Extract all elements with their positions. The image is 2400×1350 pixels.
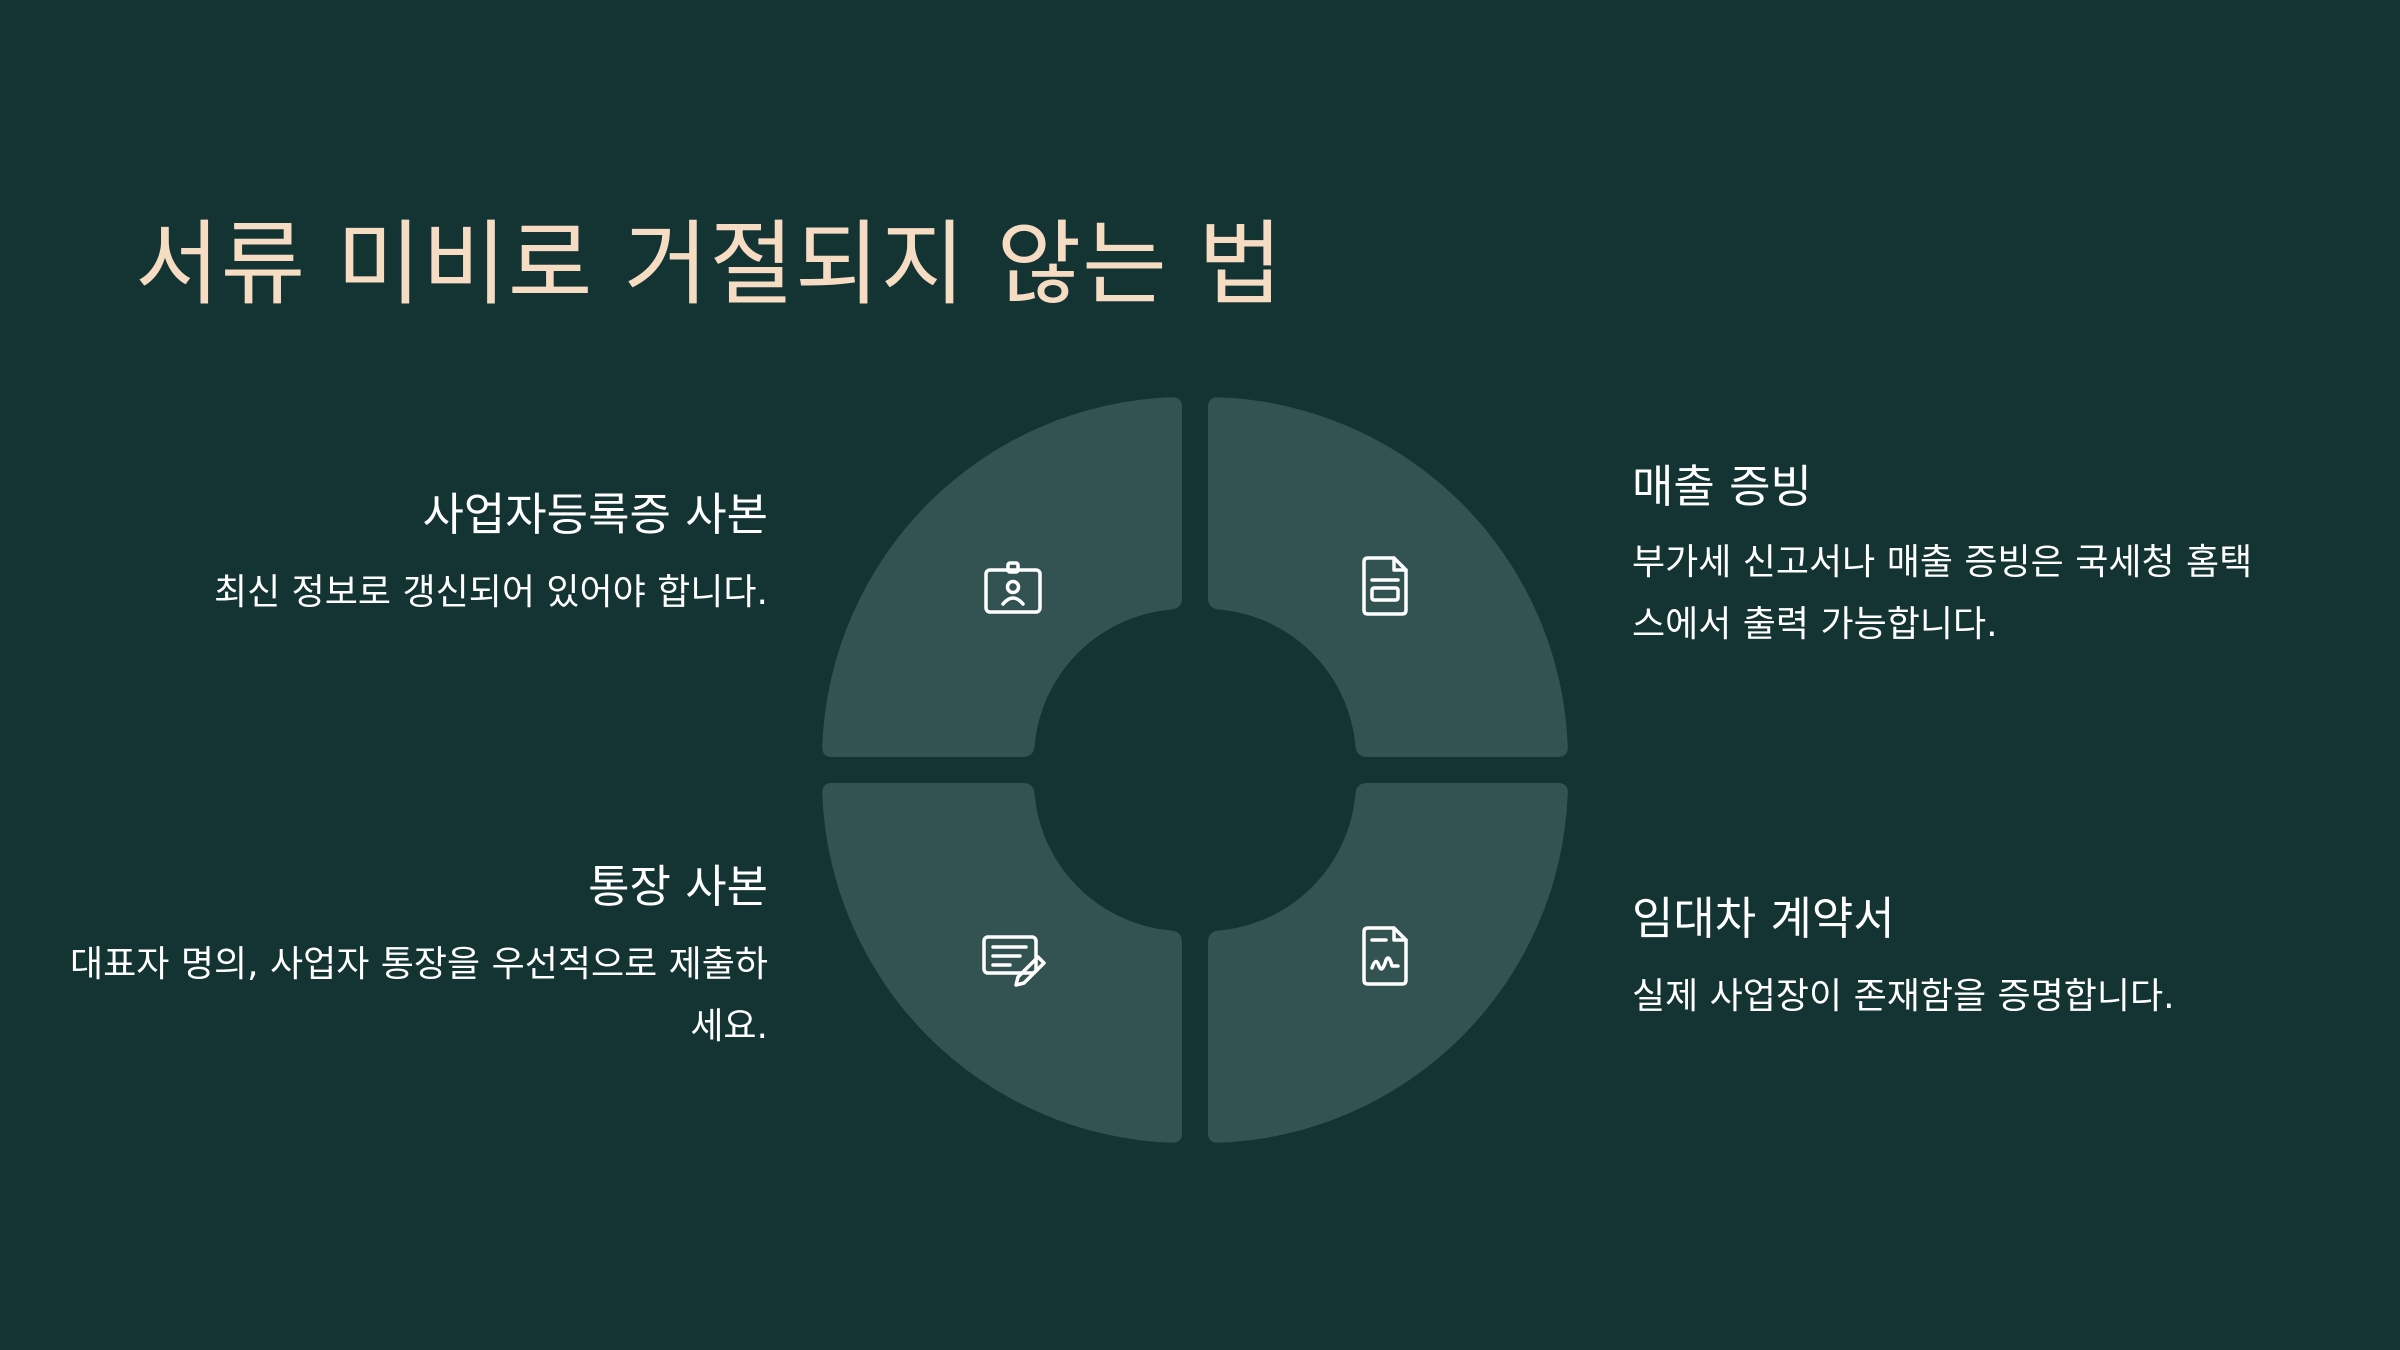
item-lease-contract: 임대차 계약서 실제 사업장이 존재함을 증명합니다. <box>1632 892 2332 1028</box>
document-icon <box>1362 556 1408 616</box>
item-title: 매출 증빙 <box>1632 460 1812 513</box>
item-business-registration: 사업자등록증 사본 최신 정보로 갱신되어 있어야 합니다. <box>68 488 768 624</box>
quadrant-ring <box>822 397 1568 1143</box>
segment-top-right <box>1208 397 1568 757</box>
item-description: 실제 사업장이 존재함을 증명합니다. <box>1632 976 2175 1017</box>
item-description: 최신 정보로 갱신되어 있어야 합니다. <box>213 572 768 613</box>
segment-bottom-left <box>822 783 1182 1143</box>
id-badge-icon <box>984 561 1042 614</box>
quadrant-ring-diagram <box>820 395 1570 1145</box>
page-title: 서류 미비로 거절되지 않는 법 <box>135 211 1284 318</box>
signed-form-icon <box>982 935 1046 987</box>
contract-signature-icon <box>1362 926 1408 986</box>
item-title: 사업자등록증 사본 <box>422 488 768 541</box>
item-title: 통장 사본 <box>588 860 768 913</box>
segment-bottom-right <box>1208 783 1568 1143</box>
segment-top-left <box>822 397 1182 757</box>
item-bankbook-copy: 통장 사본 대표자 명의, 사업자 통장을 우선적으로 제출하세요. <box>68 860 768 1058</box>
item-sales-proof: 매출 증빙 부가세 신고서나 매출 증빙은 국세청 홈택스에서 출력 가능합니다… <box>1632 460 2282 656</box>
item-title: 임대차 계약서 <box>1632 892 1895 945</box>
item-description: 대표자 명의, 사업자 통장을 우선적으로 제출하세요. <box>70 944 768 1047</box>
item-description: 부가세 신고서나 매출 증빙은 국세청 홈택스에서 출력 가능합니다. <box>1632 542 2253 645</box>
